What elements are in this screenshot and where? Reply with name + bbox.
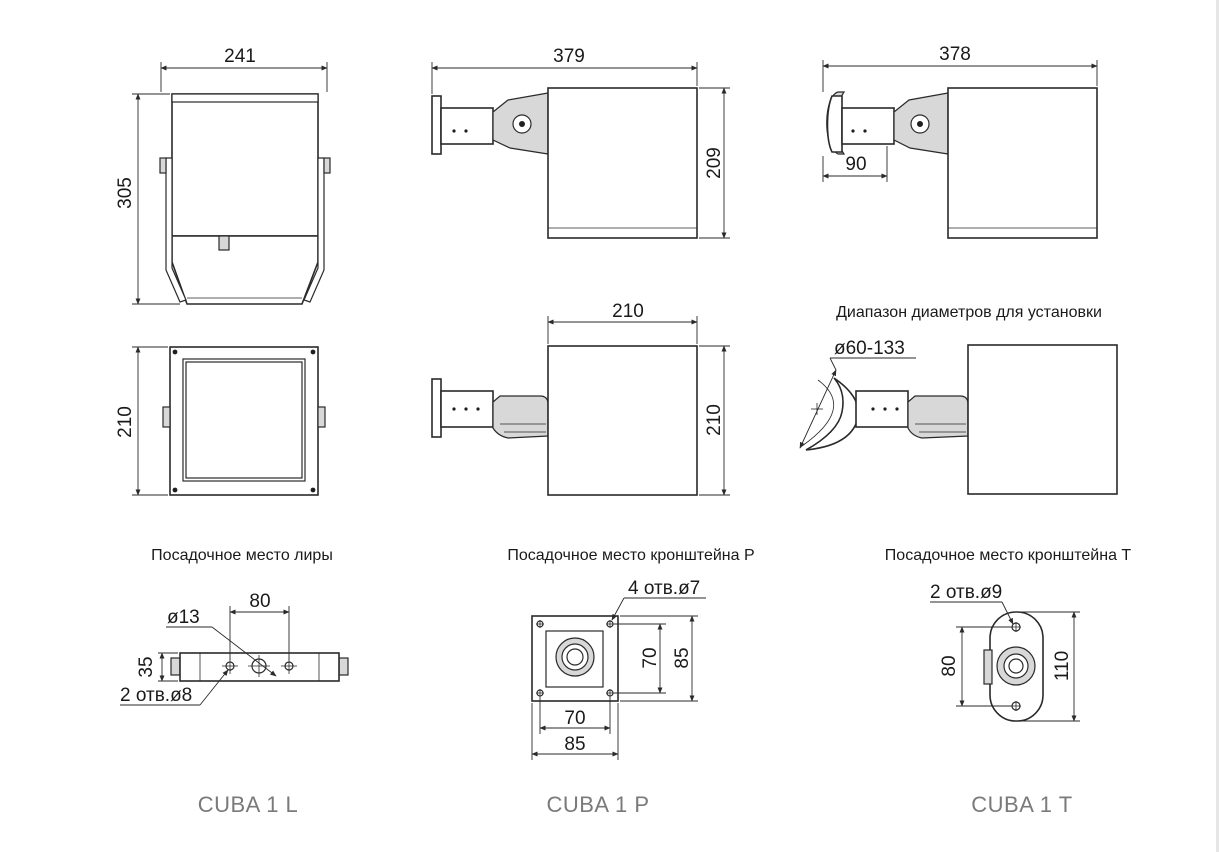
dim-label-70-p-h: 70 [640, 647, 661, 668]
dim-label-210-p-width: 210 [612, 301, 644, 322]
cuba-1-p-side-view [431, 87, 698, 239]
dim-label-241: 241 [224, 46, 256, 67]
dim-p-side-length: 379 [431, 46, 698, 94]
dim-label-80-t: 80 [939, 655, 960, 676]
dim-p-inner-width: 70 [539, 697, 611, 734]
dim-p-outer-width: 85 [531, 703, 619, 760]
dim-top-height: 210 [115, 346, 168, 496]
bracket-t-mount-drawing [983, 611, 1044, 722]
dim-label-379: 379 [553, 46, 585, 67]
dim-t-side-length: 378 [822, 44, 1098, 92]
dim-label-4-holes-o7: 4 отв.ø7 [628, 578, 700, 599]
dim-t-holes: 2 отв.ø9 [930, 582, 1014, 625]
dim-label-209: 209 [704, 147, 725, 179]
model-label-cuba-1-l: CUBA 1 L [198, 792, 299, 817]
dim-label-90: 90 [845, 154, 866, 175]
dim-label-85-p-w: 85 [564, 734, 585, 755]
dim-lyre-holes: 2 отв.ø8 [120, 669, 229, 706]
dim-lyre-center-hole: ø13 [166, 607, 277, 677]
dim-label-diameter-range: ø60-133 [834, 338, 905, 359]
dim-front-height: 305 [115, 93, 180, 305]
dim-label-70-p-w: 70 [564, 708, 585, 729]
dim-label-80-lyre: 80 [249, 591, 270, 612]
dim-t-diameter-range: ø60-133 [799, 338, 916, 449]
dim-label-35: 35 [136, 656, 157, 677]
dim-lyre-spacing: 80 [229, 591, 290, 660]
cuba-1-p-top-view [431, 345, 698, 496]
model-label-cuba-1-t: CUBA 1 T [971, 792, 1072, 817]
lyre-mount-drawing [170, 652, 349, 682]
lyre-mount-caption: Посадочное место лиры [151, 547, 333, 564]
dim-label-2-holes-o9: 2 отв.ø9 [930, 582, 1002, 603]
dim-p-top-width: 210 [547, 301, 698, 344]
dim-label-110: 110 [1052, 651, 1073, 681]
cuba-1-l-top-view [162, 346, 326, 496]
dim-label-2-holes-o8: 2 отв.ø8 [120, 685, 192, 706]
dim-p-inner-height: 70 [614, 623, 666, 694]
dim-label-210-l: 210 [115, 406, 136, 438]
dim-p-side-height: 209 [699, 87, 730, 239]
dim-p-top-height: 210 [699, 345, 730, 496]
bracket-p-mount-caption: Посадочное место кронштейна P [507, 547, 754, 564]
diameter-range-title: Диапазон диаметров для установки [836, 304, 1102, 321]
dim-lyre-height: 35 [136, 652, 178, 682]
dim-label-210-p-height: 210 [704, 404, 725, 436]
cuba-1-t-top-view [801, 344, 1118, 495]
dim-p-holes: 4 отв.ø7 [611, 578, 706, 621]
bracket-t-mount-caption: Посадочное место кронштейна T [885, 547, 1132, 564]
dim-p-outer-height: 85 [620, 615, 698, 702]
bracket-p-mount-drawing [531, 615, 619, 702]
dim-t-outer: 110 [1020, 611, 1080, 722]
cuba-1-t-side-view [826, 87, 1098, 239]
dim-label-85-p-h: 85 [672, 647, 693, 668]
model-label-cuba-1-p: CUBA 1 P [546, 792, 649, 817]
dim-label-305: 305 [115, 177, 136, 209]
dim-t-inner: 80 [939, 626, 1012, 707]
cuba-1-l-front-view [159, 93, 331, 305]
dim-label-o13: ø13 [167, 607, 200, 628]
page-edge-divider [1216, 0, 1219, 852]
dim-label-378: 378 [939, 44, 971, 65]
dim-t-bracket-length: 90 [822, 146, 888, 182]
dim-front-width: 241 [160, 46, 328, 92]
